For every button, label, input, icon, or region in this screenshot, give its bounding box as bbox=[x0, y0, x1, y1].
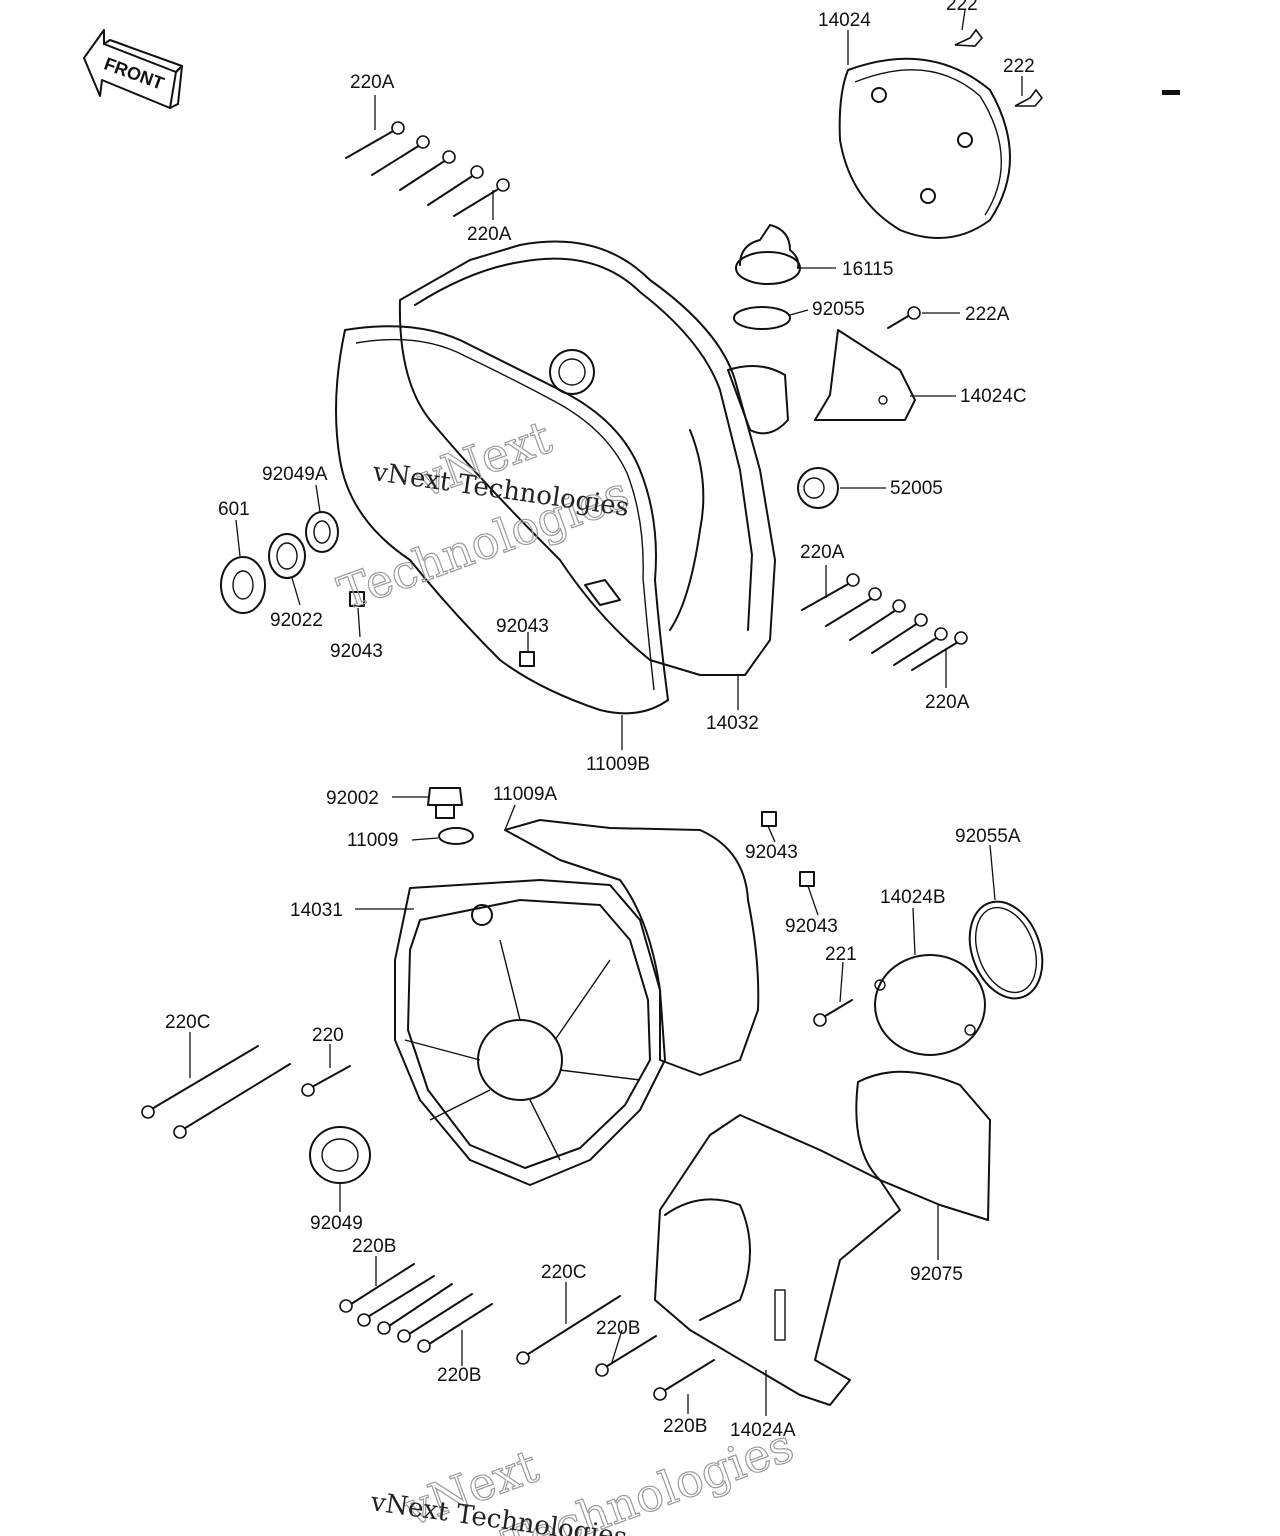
label-14024b: 14024B bbox=[880, 887, 946, 908]
label-92075: 92075 bbox=[910, 1264, 963, 1285]
cover-14024b bbox=[874, 954, 986, 1056]
dowel-92043-left bbox=[349, 591, 365, 607]
label-92055a: 92055A bbox=[955, 826, 1021, 847]
bolt-222a bbox=[887, 306, 921, 329]
watermark-upper: vNext Technologies vNext Technologies bbox=[331, 409, 637, 621]
label-14024: 14024 bbox=[818, 10, 871, 31]
guard-14024a bbox=[654, 1114, 901, 1406]
label-92043-lower: 92043 bbox=[785, 916, 838, 937]
margin-mark bbox=[1162, 90, 1180, 95]
clutch-cover-14031 bbox=[394, 879, 666, 1186]
label-11009b: 11009B bbox=[586, 754, 650, 775]
bracket-14024c bbox=[814, 329, 916, 421]
label-92049a: 92049A bbox=[262, 464, 328, 485]
round-cover-14024 bbox=[838, 57, 1011, 239]
bolt-set-220a-upper bbox=[345, 121, 510, 217]
label-221: 221 bbox=[825, 944, 857, 965]
label-14031: 14031 bbox=[290, 900, 343, 921]
label-220b-left-bottom: 220B bbox=[437, 1365, 481, 1386]
label-14024a: 14024A bbox=[730, 1420, 796, 1441]
label-92043-center: 92043 bbox=[496, 616, 549, 637]
bolt-set-220a-lower bbox=[801, 573, 968, 671]
oil-filler-cap-16115 bbox=[735, 224, 801, 285]
part-labels: 14024 222 222 220A 220A 16115 92055 222A… bbox=[165, 0, 1035, 1441]
drain-plug-92002 bbox=[427, 787, 463, 819]
label-220a-right-bottom: 220A bbox=[925, 692, 970, 713]
label-220b-mid: 220B bbox=[596, 1318, 640, 1339]
bearing-52005 bbox=[797, 467, 839, 509]
bearing-601 bbox=[220, 556, 266, 614]
label-601: 601 bbox=[218, 499, 250, 520]
front-label: FRONT bbox=[101, 54, 166, 94]
bolt-222-top bbox=[954, 28, 984, 47]
dowel-92043-center bbox=[519, 651, 535, 667]
label-92043-left: 92043 bbox=[330, 641, 383, 662]
dowel-92043-upper bbox=[761, 811, 777, 827]
label-220b-bottom: 220B bbox=[663, 1416, 707, 1437]
label-14032: 14032 bbox=[706, 713, 759, 734]
label-92055: 92055 bbox=[812, 299, 865, 320]
seal-92049 bbox=[309, 1126, 371, 1184]
label-16115: 16115 bbox=[842, 259, 893, 280]
label-220c-left: 220C bbox=[165, 1012, 210, 1033]
washer-92022 bbox=[268, 533, 306, 579]
label-14024c: 14024C bbox=[960, 386, 1027, 407]
label-222-right: 222 bbox=[1003, 56, 1035, 77]
label-220a-upper: 220A bbox=[350, 72, 395, 93]
label-220a-upper-2: 220A bbox=[467, 224, 512, 245]
label-220c-lower: 220C bbox=[541, 1262, 586, 1283]
label-11009: 11009 bbox=[347, 830, 398, 851]
leader-lines bbox=[189, 9, 1023, 1416]
washer-11009 bbox=[438, 827, 474, 845]
bolt-220c-lower bbox=[516, 1295, 621, 1365]
bolt-222-right bbox=[1014, 88, 1044, 107]
label-92043-upper: 92043 bbox=[745, 842, 798, 863]
crankcase-cover-14032 bbox=[398, 240, 776, 676]
label-92049: 92049 bbox=[310, 1213, 363, 1234]
gasket-11009a bbox=[504, 819, 760, 1076]
dowel-92043-lower bbox=[799, 871, 815, 887]
seal-92049a bbox=[305, 511, 339, 553]
screw-221 bbox=[813, 999, 853, 1027]
label-92002: 92002 bbox=[326, 788, 379, 809]
front-arrow-icon: FRONT bbox=[83, 29, 183, 109]
o-ring-92055 bbox=[733, 306, 791, 330]
o-ring-92055a bbox=[968, 900, 1044, 1000]
bolts-220b-left bbox=[339, 1263, 493, 1353]
bolt-220b-lower bbox=[653, 1359, 715, 1401]
label-222-top: 222 bbox=[946, 0, 978, 15]
bolts-220c-left bbox=[141, 1045, 291, 1139]
watermark-lower: vNext Technologies vNext Technologies bbox=[368, 1417, 801, 1536]
label-220a-right-top: 220A bbox=[800, 542, 845, 563]
filler-neck bbox=[727, 365, 789, 435]
bolt-220 bbox=[301, 1065, 351, 1097]
label-220b-upper: 220B bbox=[352, 1236, 396, 1257]
gasket-11009b bbox=[335, 325, 669, 715]
bolt-220b-mid bbox=[595, 1335, 657, 1377]
label-222a: 222A bbox=[965, 304, 1010, 325]
label-220: 220 bbox=[312, 1025, 344, 1046]
label-11009a: 11009A bbox=[493, 784, 557, 805]
label-52005: 52005 bbox=[890, 478, 943, 499]
pad-92075 bbox=[855, 1070, 991, 1221]
label-92022: 92022 bbox=[270, 610, 323, 631]
